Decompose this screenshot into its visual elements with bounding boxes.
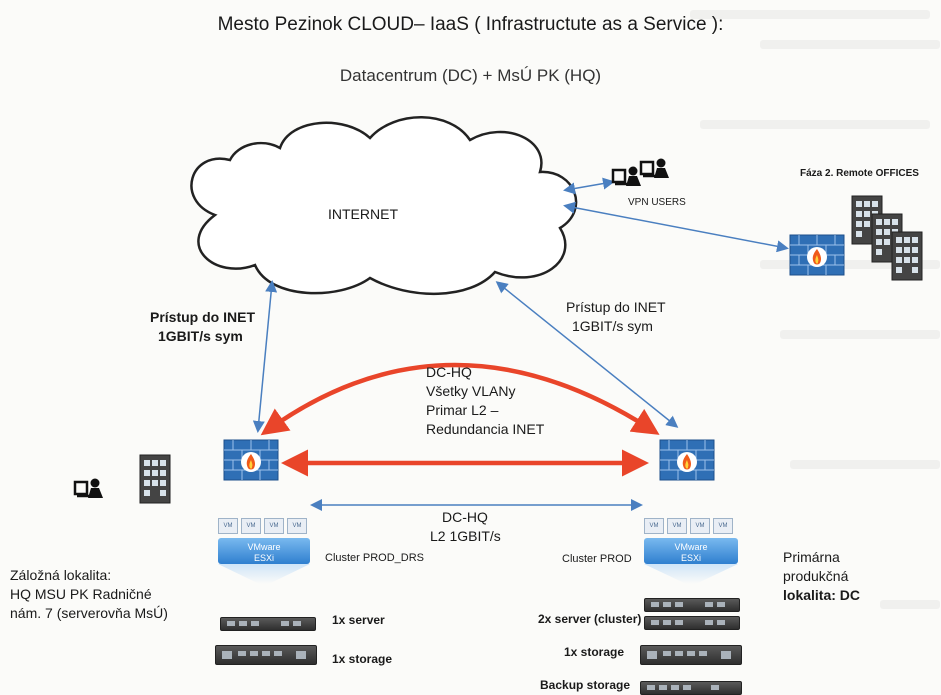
vm-row-hq: VM VM VM VM	[218, 518, 310, 534]
user-icon-vpn-1	[611, 165, 643, 188]
esxi-vendor: VMware	[247, 542, 281, 552]
cluster-label-hq: Cluster PROD_DRS	[325, 552, 425, 564]
user-icon-vpn-2	[639, 157, 671, 180]
esxi-label-dc: VMware ESXi	[644, 538, 738, 564]
link-left-inet	[252, 280, 278, 433]
vm-tag: VM	[241, 518, 261, 534]
dc-hq-main-line-2: Všetky VLANy	[426, 383, 516, 399]
storage-label-hq: 1x storage	[332, 652, 393, 666]
vm-tag: VM	[287, 518, 307, 534]
server-label-hq: 1x server	[332, 613, 385, 627]
server-icon-dc-2	[644, 616, 740, 630]
vm-tag: VM	[218, 518, 238, 534]
left-link-label: Prístup do INET 1GBIT/s sym	[150, 308, 255, 346]
arc-dc-hq-main	[260, 362, 660, 436]
location-dc: Primárna produkčná lokalita: DC	[783, 548, 860, 605]
location-hq-line-2: HQ MSU PK Radničné	[10, 586, 152, 602]
esxi-block-dc: VM VM VM VM VMware ESXi	[644, 518, 738, 584]
diagram-subtitle: Datacentrum (DC) + MsÚ PK (HQ)	[339, 66, 602, 85]
esxi-product: ESXi	[253, 553, 274, 563]
location-hq: Záložná lokalita: HQ MSU PK Radničné nám…	[10, 566, 168, 623]
firewall-icon-dc	[659, 439, 715, 481]
location-dc-line-2: produkčná	[783, 568, 849, 584]
storage-icon-dc	[640, 645, 742, 665]
esxi-block-hq: VM VM VM VM VMware ESXi	[218, 518, 310, 584]
dc-hq-main-line-4: Redundancia INET	[426, 421, 545, 437]
dc-hq-main-line-3: Primar L2 –	[426, 402, 499, 418]
esxi-vendor: VMware	[674, 542, 708, 552]
vm-tag: VM	[667, 518, 687, 534]
server-icon-dc-1	[644, 598, 740, 612]
server-icon-hq	[220, 617, 316, 631]
storage-label-dc: 1x storage	[564, 645, 625, 659]
dc-hq-main-line-1: DC-HQ	[426, 364, 472, 380]
vm-tag: VM	[713, 518, 733, 534]
vm-tag: VM	[644, 518, 664, 534]
link-vpn-users	[563, 177, 615, 195]
esxi-product: ESXi	[680, 553, 701, 563]
esxi-funnel	[644, 564, 738, 584]
location-hq-line-3: nám. 7 (serverovňa MsÚ)	[10, 605, 168, 621]
esxi-funnel	[218, 564, 310, 584]
remote-offices-label: Fáza 2. Remote OFFICES	[800, 168, 919, 179]
diagram-title: Mesto Pezinok CLOUD– IaaS ( Infrastructu…	[217, 14, 724, 35]
dc-hq-l2-label: DC-HQ L2 1GBIT/s	[430, 508, 501, 546]
vm-tag: VM	[264, 518, 284, 534]
firewall-icon-remote	[789, 234, 845, 276]
link-right-inet	[495, 281, 679, 428]
vm-tag: VM	[690, 518, 710, 534]
location-hq-line-1: Záložná lokalita:	[10, 567, 112, 583]
right-link-line-1: Prístup do INET	[566, 299, 666, 315]
backup-storage-label: Backup storage	[540, 678, 631, 692]
dc-hq-l2-line-2: L2 1GBIT/s	[430, 528, 501, 544]
left-link-line-2: 1GBIT/s sym	[158, 328, 243, 344]
right-link-label: Prístup do INET 1GBIT/s sym	[566, 298, 666, 336]
building-icon-remote-3	[891, 231, 923, 281]
server-label-dc: 2x server (cluster)	[538, 612, 642, 626]
storage-icon-hq	[215, 645, 317, 665]
location-dc-line-1: Primárna	[783, 549, 840, 565]
link-remote-offices	[563, 201, 789, 253]
user-icon-hq	[73, 477, 105, 500]
esxi-label-hq: VMware ESXi	[218, 538, 310, 564]
location-dc-line-3: lokalita: DC	[783, 587, 861, 603]
right-link-line-2: 1GBIT/s sym	[572, 318, 653, 334]
internet-label: INTERNET	[328, 206, 398, 222]
firewall-icon-hq	[223, 439, 279, 481]
building-icon-hq	[139, 454, 171, 504]
dc-hq-main-label: DC-HQ Všetky VLANy Primar L2 – Redundanc…	[426, 363, 544, 439]
cluster-label-dc: Cluster PROD	[562, 553, 632, 565]
vpn-users-label: VPN USERS	[628, 197, 686, 208]
vm-row-dc: VM VM VM VM	[644, 518, 738, 534]
left-link-line-1: Prístup do INET	[150, 309, 255, 325]
dc-hq-l2-line-1: DC-HQ	[442, 509, 488, 525]
